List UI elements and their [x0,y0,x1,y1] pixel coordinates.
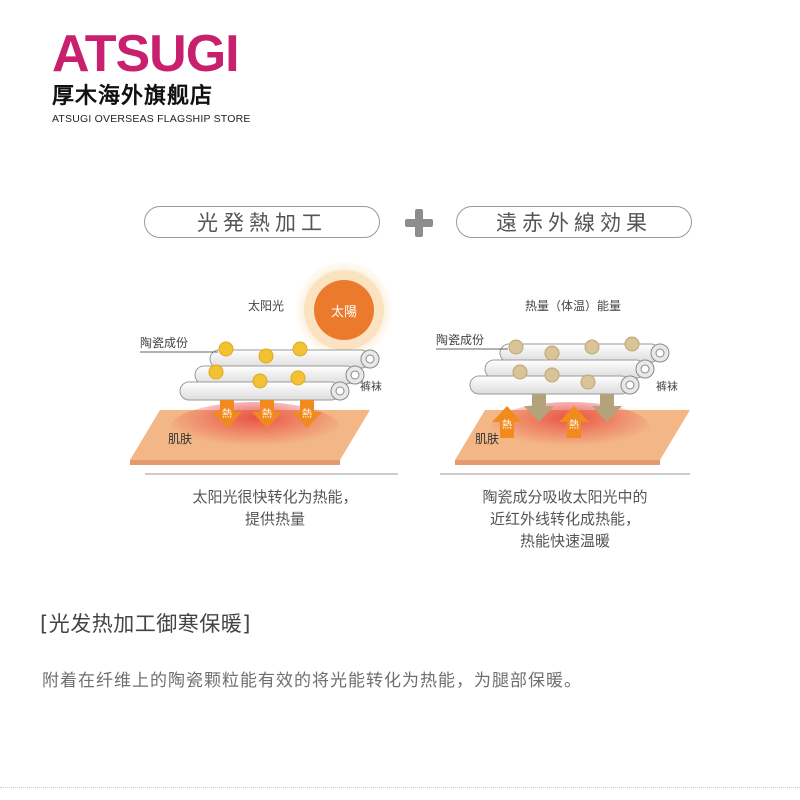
section-body: 附着在纤维上的陶瓷颗粒能有效的将光能转化为热能，为腿部保暖。 [42,671,582,691]
right-caption-line-3: 热能快速温暖 [519,532,610,550]
section-title: [光发热加工御寒保暖] [40,612,251,636]
right-caption-line-2: 近红外线转化成热能， [489,510,640,528]
fabric-fibers [469,343,670,395]
heat-mark-1: 熱 [502,418,512,431]
store-name-cn: 厚木海外旗舰店 [52,84,214,109]
sunlight-caption: 太阳光 [248,298,284,313]
header-light-heat: 光発熱加工 [144,206,380,238]
plus-icon [403,207,435,239]
right-diagram: 热量（体温）能量 肌肤 熱 熱 陶瓷成份 裤袜 [436,299,690,475]
brand-logo: ATSUGI 厚木海外旗舰店 ATSUGI OVERSEAS FLAGSHIP … [52,28,252,126]
left-caption-line-2: 提供热量 [244,510,305,528]
skin-label: 肌肤 [168,431,192,446]
heat-mark-2: 熱 [262,407,272,420]
right-caption-line-1: 陶瓷成分吸收太阳光中的 [482,488,648,506]
ceramic-label: 陶瓷成份 [140,335,188,350]
sun-icon [314,280,374,340]
arrow-up-1 [492,406,522,438]
left-diagram: 太陽 太阳光 肌肤 熱 熱 熱 陶瓷成份 裤袜 [130,262,398,475]
ceramic-particles [508,336,640,390]
fabric-fibers [179,349,380,401]
heat-energy-caption: 热量（体温）能量 [525,299,621,313]
divider [0,787,800,788]
heat-mark-3: 熱 [302,407,312,420]
arrow-down-1 [524,394,554,422]
right-caption: 陶瓷成分吸收太阳光中的 近红外线转化成热能， 热能快速温暖 [440,486,690,552]
ceramic-label: 陶瓷成份 [436,332,484,347]
left-caption-line-1: 太阳光很快转化为热能， [192,488,358,506]
skin-label: 肌肤 [475,431,499,446]
heat-mark-1: 熱 [222,407,232,420]
arrow-down-2 [592,394,622,422]
heat-arrows [212,400,322,428]
fabric-label: 裤袜 [360,379,382,393]
header-far-infrared: 遠赤外線効果 [456,206,692,238]
fabric-label: 裤袜 [656,379,678,393]
heat-mark-2: 熱 [569,418,579,431]
left-caption: 太阳光很快转化为热能， 提供热量 [145,486,405,530]
store-name-en: ATSUGI OVERSEAS FLAGSHIP STORE [52,113,251,125]
arrow-up-2 [559,406,589,438]
sun-label: 太陽 [331,305,357,320]
logo-text: ATSUGI [52,25,240,83]
ceramic-particles [208,341,308,389]
